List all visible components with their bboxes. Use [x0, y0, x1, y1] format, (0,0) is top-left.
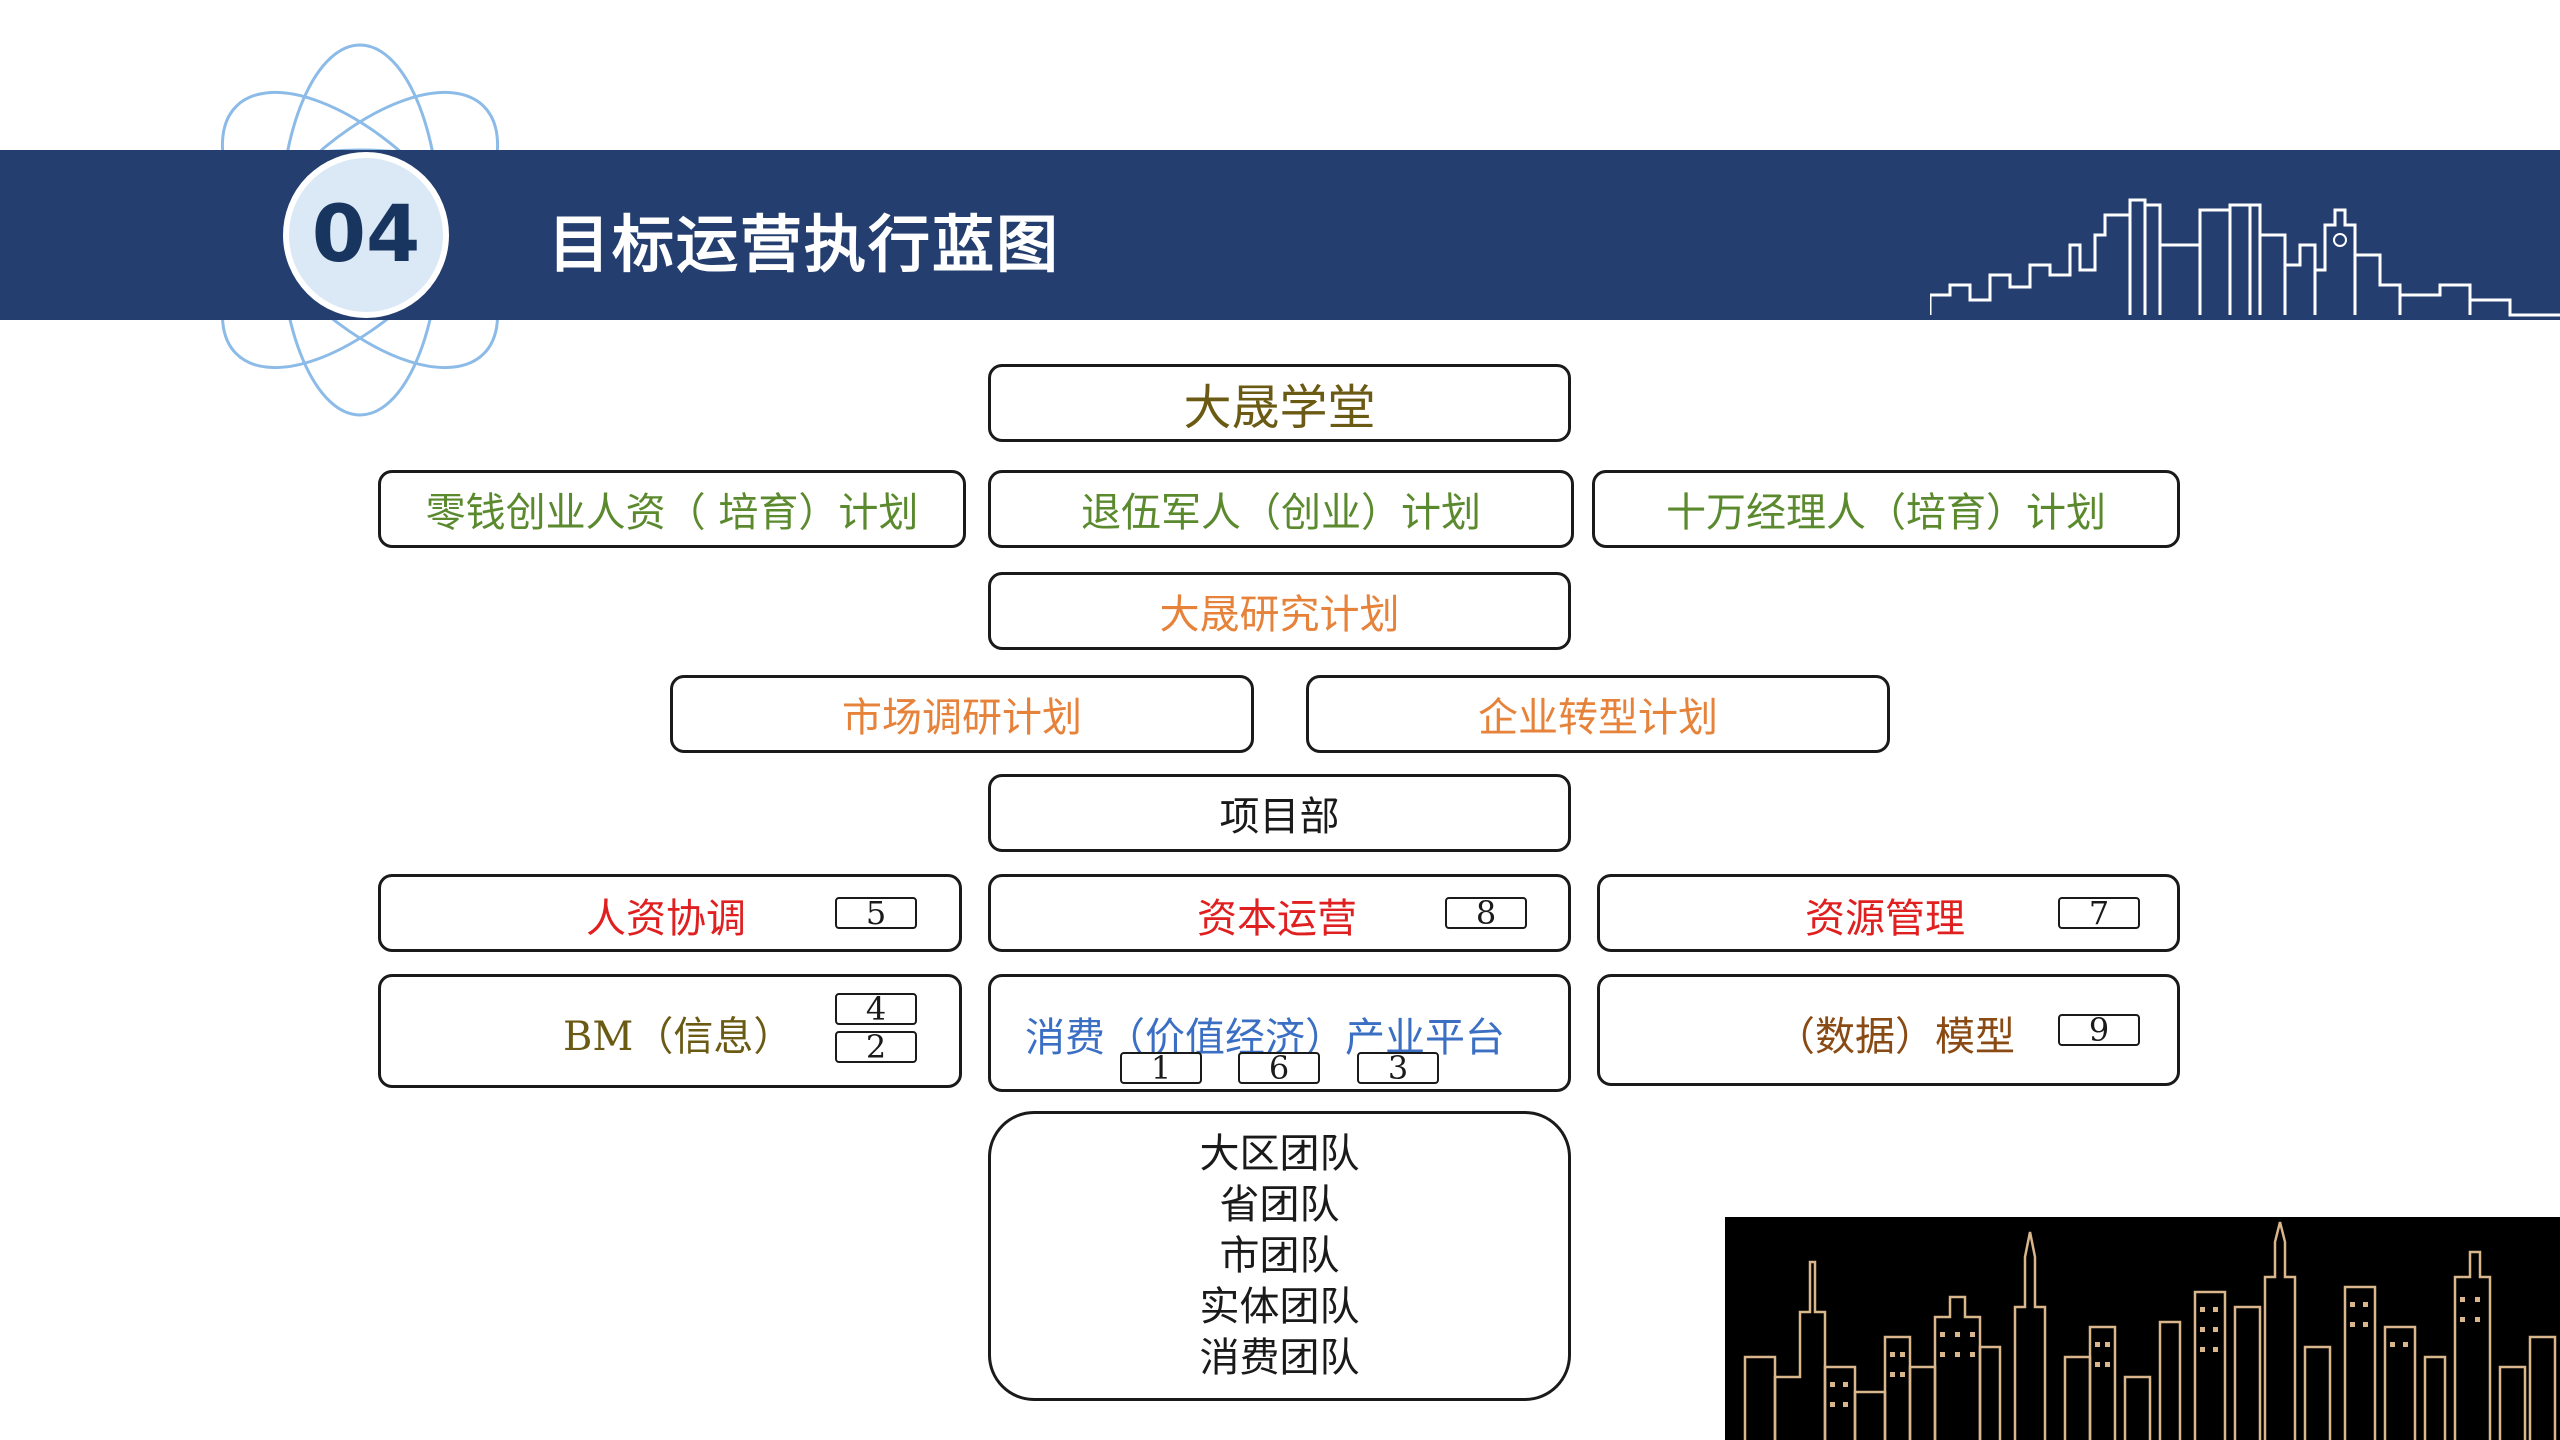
- data-model-label: （数据）模型: [1775, 1014, 2015, 1060]
- plan-label-changes: 零钱创业人资（ 培育）计划: [425, 490, 919, 536]
- academy-label: 大晟学堂: [1183, 380, 1376, 436]
- plan-label-veterans: 退伍军人（创业）计划: [1081, 490, 1481, 536]
- enterprise-transform-label: 企业转型计划: [1478, 695, 1718, 741]
- marker-9: 9: [2058, 1014, 2140, 1046]
- capital-operation-label: 资本运营: [1197, 896, 1357, 942]
- section-number: 04: [311, 190, 421, 280]
- resource-management-label: 资源管理: [1805, 896, 1965, 942]
- team-entity: 实体团队: [1199, 1283, 1360, 1330]
- bm-info-label: BM（信息）: [563, 1014, 794, 1060]
- market-research-label: 市场调研计划: [842, 695, 1082, 741]
- team-consumer: 消费团队: [1199, 1334, 1360, 1381]
- marker-8: 8: [1445, 897, 1527, 929]
- plan-label-managers: 十万经理人（培育）计划: [1666, 490, 2106, 536]
- plan-box-changes: 零钱创业人资（ 培育）计划: [378, 470, 966, 548]
- marker-7: 7: [2058, 897, 2140, 929]
- marker-6: 6: [1238, 1052, 1320, 1084]
- teams-box: 大区团队 省团队 市团队 实体团队 消费团队: [988, 1111, 1571, 1401]
- page-title: 目标运营执行蓝图: [548, 208, 1061, 281]
- research-plan-box: 大晟研究计划: [988, 572, 1571, 650]
- market-research-box: 市场调研计划: [670, 675, 1254, 753]
- section-number-badge: 04: [283, 152, 449, 318]
- research-plan-label: 大晟研究计划: [1159, 592, 1400, 638]
- plan-box-managers: 十万经理人（培育）计划: [1592, 470, 2180, 548]
- hr-coordination-label: 人资协调: [586, 896, 746, 942]
- marker-3: 3: [1357, 1052, 1439, 1084]
- team-city: 市团队: [1219, 1232, 1340, 1279]
- night-skyline-icon: [1725, 1217, 2560, 1440]
- project-dept-box: 项目部: [988, 774, 1571, 852]
- marker-2: 2: [835, 1031, 917, 1063]
- plan-box-veterans: 退伍军人（创业）计划: [988, 470, 1574, 548]
- enterprise-transform-box: 企业转型计划: [1306, 675, 1890, 753]
- team-province: 省团队: [1219, 1181, 1340, 1228]
- academy-box: 大晟学堂: [988, 364, 1571, 442]
- marker-5: 5: [835, 897, 917, 929]
- marker-4: 4: [835, 993, 917, 1025]
- team-region: 大区团队: [1199, 1130, 1360, 1177]
- marker-1: 1: [1120, 1052, 1202, 1084]
- project-dept-label: 项目部: [1219, 794, 1340, 840]
- skyline-outline-icon: [1930, 198, 2560, 317]
